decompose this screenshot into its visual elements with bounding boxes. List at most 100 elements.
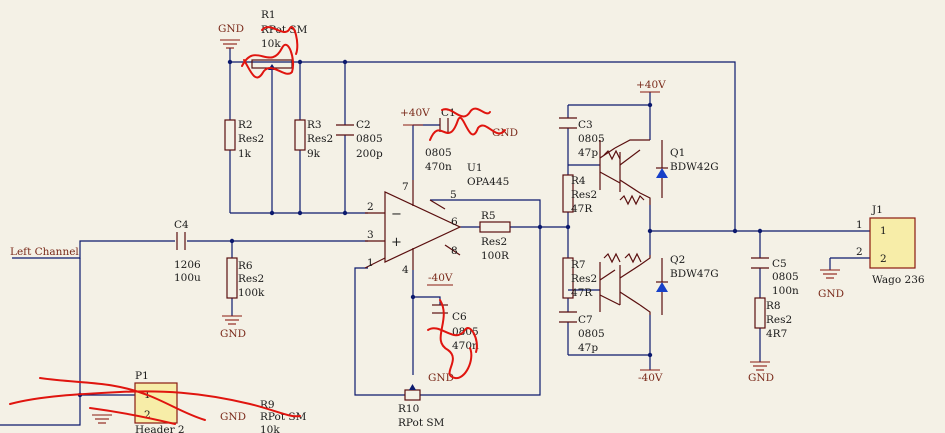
pos40-q-symbol: +40V [636,79,666,93]
svg-text:2: 2 [367,201,374,213]
r10-pot[interactable]: R10 RPot SM [398,384,445,429]
svg-text:P1: P1 [135,370,149,382]
svg-text:6: 6 [451,216,458,228]
svg-text:9k: 9k [307,148,321,160]
c2-capacitor[interactable]: C2 0805 200p [336,119,383,160]
svg-text:Q1: Q1 [670,147,685,159]
svg-text:100R: 100R [481,250,510,262]
svg-text:10k: 10k [261,38,281,50]
q1-transistor[interactable]: Q1 BDW42G [599,139,719,206]
r2-resistor[interactable]: R2 Res2 1k [224,119,264,160]
r5-resistor[interactable]: R5 Res2 100R [479,210,511,262]
r7-resistor[interactable]: R7 Res2 47R [562,257,597,299]
svg-text:C7: C7 [578,314,593,326]
svg-text:-40V: -40V [428,272,453,284]
gnd-j1-symbol: GND [818,269,844,300]
svg-text:Header 2: Header 2 [135,424,185,433]
svg-text:+40V: +40V [636,79,666,91]
svg-text:0805: 0805 [356,133,383,145]
neg40-q-symbol: -40V [638,369,663,384]
svg-text:1: 1 [856,219,863,231]
r4-resistor[interactable]: R4 Res2 47R [562,174,597,215]
r3-resistor[interactable]: R3 Res2 9k [294,119,333,160]
svg-text:7: 7 [402,181,409,193]
svg-text:GND: GND [818,288,844,300]
svg-text:C2: C2 [356,119,371,131]
svg-text:R10: R10 [398,403,419,415]
svg-text:RPot SM: RPot SM [398,417,445,429]
svg-text:C4: C4 [174,219,189,231]
svg-text:8: 8 [451,245,458,257]
svg-text:R7: R7 [571,259,586,271]
svg-text:2: 2 [880,253,887,265]
svg-text:C5: C5 [772,258,787,270]
svg-text:−: − [391,207,402,222]
svg-text:BDW47G: BDW47G [670,268,719,280]
svg-text:Q2: Q2 [670,254,685,266]
c7-capacitor[interactable]: C7 0805 47p [559,311,605,354]
left-channel-label: Left Channel [10,246,79,258]
svg-text:1206: 1206 [174,259,201,271]
svg-text:+: + [391,235,402,250]
svg-text:4R7: 4R7 [766,328,787,340]
svg-text:100n: 100n [772,285,799,297]
svg-text:470n: 470n [452,340,479,352]
gnd-r8-symbol: GND [748,361,774,384]
q2-transistor[interactable]: Q2 BDW47G [599,252,719,315]
svg-text:RPot SM: RPot SM [260,411,307,423]
svg-text:0805: 0805 [578,328,605,340]
svg-text:47R: 47R [571,287,593,299]
c6-capacitor[interactable]: C6 0805 470n [432,304,479,352]
c3-capacitor[interactable]: C3 0805 47p [559,117,605,159]
svg-text:Wago 236: Wago 236 [872,274,925,286]
svg-text:100k: 100k [238,287,265,299]
svg-text:R6: R6 [238,260,253,272]
svg-text:R5: R5 [481,210,496,222]
svg-text:GND: GND [492,127,518,139]
svg-text:BDW42G: BDW42G [670,161,719,173]
r6-resistor[interactable]: R6 Res2 100k [226,257,265,299]
svg-text:C3: C3 [578,119,593,131]
gnd-p1-symbol: GND [92,411,246,424]
r8-resistor[interactable]: R8 Res2 4R7 [754,297,792,340]
svg-text:C6: C6 [452,311,467,323]
pos40-u1-symbol: +40V [400,107,430,126]
svg-text:R2: R2 [238,119,253,131]
svg-text:Res2: Res2 [481,236,507,248]
svg-text:200p: 200p [356,148,383,160]
j1-connector[interactable]: 1 2 1 2 J1 Wago 236 [856,204,925,286]
svg-text:-40V: -40V [638,372,663,384]
svg-text:0805: 0805 [578,133,605,145]
svg-text:Res2: Res2 [238,133,264,145]
svg-text:1: 1 [367,257,374,269]
svg-text:GND: GND [220,328,246,340]
neg40-u1-symbol: -40V [427,272,453,286]
svg-text:R4: R4 [571,175,586,187]
svg-text:4: 4 [402,264,409,276]
svg-text:GND: GND [748,372,774,384]
c5-capacitor[interactable]: C5 0805 100n [751,257,799,297]
svg-text:U1: U1 [467,162,483,174]
svg-text:10k: 10k [260,424,280,433]
p1-header[interactable]: 1 2 P1 Header 2 [134,370,185,433]
gnd-r6-symbol: GND [220,315,246,340]
red-scribble-annotations [9,25,506,425]
c4-capacitor[interactable]: C4 1206 100u [174,219,201,284]
svg-text:3: 3 [367,229,374,241]
svg-text:1: 1 [880,225,887,237]
c1-capacitor[interactable]: C1 0805 470n GND [425,107,518,173]
svg-text:2: 2 [856,246,863,258]
svg-text:GND: GND [218,23,244,35]
svg-text:Res2: Res2 [238,273,264,285]
svg-text:0805: 0805 [425,147,452,159]
svg-text:GND: GND [220,411,246,423]
svg-text:R1: R1 [261,9,276,21]
svg-text:47p: 47p [578,342,598,354]
svg-text:Res2: Res2 [571,189,597,201]
svg-text:RPot SM: RPot SM [261,24,308,36]
junction-dots [77,59,763,398]
svg-text:Res2: Res2 [307,133,333,145]
u1-opamp[interactable]: − + 2 3 7 5 6 8 1 4 U1 OPA445 [364,162,509,276]
svg-text:470n: 470n [425,161,452,173]
